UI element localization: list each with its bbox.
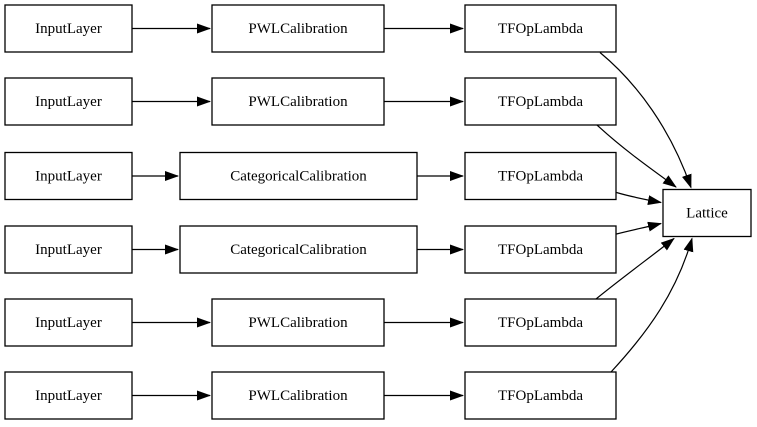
node-input-layer-4-label: InputLayer <box>35 242 102 258</box>
node-input-layer-5 <box>4 298 133 347</box>
node-tfop-lambda-3 <box>464 151 617 201</box>
node-pwl-calibration-2-label: PWLCalibration <box>248 94 348 110</box>
node-lattice-label: Lattice <box>686 206 728 222</box>
node-categorical-calibration-3-label: CategoricalCalibration <box>230 169 367 185</box>
edge-lambda-lattice-5 <box>595 237 675 300</box>
node-input-layer-4 <box>4 225 133 274</box>
node-tfop-lambda-4-label: TFOpLambda <box>498 242 583 258</box>
node-tfop-lambda-2-label: TFOpLambda <box>498 94 583 110</box>
node-tfop-lambda-5 <box>464 298 617 347</box>
node-categorical-calibration-4 <box>179 225 418 274</box>
node-pwl-calibration-5-label: PWLCalibration <box>248 315 348 331</box>
node-input-layer-2 <box>4 77 133 126</box>
node-input-layer-5-label: InputLayer <box>35 315 102 331</box>
node-input-layer-6-label: InputLayer <box>35 388 102 404</box>
node-tfop-lambda-5-label: TFOpLambda <box>498 315 583 331</box>
node-pwl-calibration-6 <box>211 371 385 420</box>
edge-lambda-lattice-2 <box>596 124 677 188</box>
node-input-layer-1 <box>4 4 133 53</box>
node-lattice <box>662 188 752 238</box>
node-pwl-calibration-2 <box>211 77 385 126</box>
node-pwl-calibration-6-label: PWLCalibration <box>248 388 348 404</box>
node-categorical-calibration-3 <box>179 151 418 201</box>
edge-lambda-lattice-6 <box>610 237 694 373</box>
node-pwl-calibration-5 <box>211 298 385 347</box>
node-tfop-lambda-2 <box>464 77 617 126</box>
node-input-layer-3-label: InputLayer <box>35 169 102 185</box>
node-tfop-lambda-3-label: TFOpLambda <box>498 169 583 185</box>
node-input-layer-1-label: InputLayer <box>35 21 102 37</box>
node-categorical-calibration-4-label: CategoricalCalibration <box>230 242 367 258</box>
node-tfop-lambda-6 <box>464 371 617 420</box>
edge-lambda-lattice-3 <box>616 191 662 206</box>
node-pwl-calibration-1-label: PWLCalibration <box>248 21 348 37</box>
node-pwl-calibration-1 <box>211 4 385 53</box>
node-tfop-lambda-6-label: TFOpLambda <box>498 388 583 404</box>
edge-lambda-lattice-1 <box>599 52 692 189</box>
node-input-layer-2-label: InputLayer <box>35 94 102 110</box>
node-tfop-lambda-1-label: TFOpLambda <box>498 21 583 37</box>
node-tfop-lambda-1 <box>464 4 617 53</box>
node-tfop-lambda-4 <box>464 225 617 274</box>
edge-lambda-lattice-4 <box>616 221 662 235</box>
node-input-layer-3 <box>4 151 133 201</box>
